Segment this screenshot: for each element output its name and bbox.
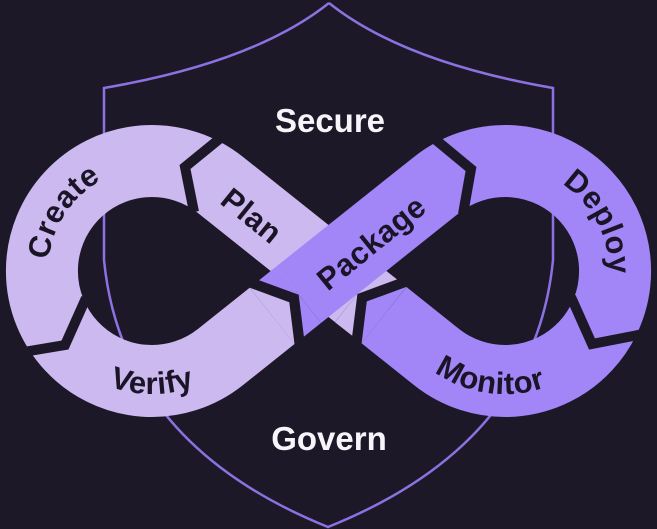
plan-tail-notch-upper (357, 265, 397, 294)
plan-tail-notch-lower (335, 294, 358, 336)
right-loop (259, 125, 652, 417)
divider-plan-create-icon (179, 132, 227, 213)
title-secure: Secure (275, 102, 385, 139)
divider-package-deploy-icon (432, 136, 477, 215)
title-govern: Govern (271, 420, 387, 457)
segment-label-verify: Verify (107, 360, 197, 401)
verify-arrowhead-icon (249, 287, 295, 345)
divider-create-verify-icon (22, 295, 91, 357)
monitor-arrowhead-icon (361, 286, 407, 344)
segment-dividers (22, 132, 645, 357)
package-tail-notch-upper (259, 266, 299, 295)
right-loop-band (276, 125, 652, 417)
package-tail-notch-lower (298, 294, 322, 337)
segment-label-verify-wrap: Verify (107, 360, 197, 401)
left-loop-band (5, 125, 380, 417)
shield-outline-icon (102, 2, 555, 529)
left-loop (5, 125, 397, 417)
divider-deploy-monitor-icon (566, 294, 645, 350)
